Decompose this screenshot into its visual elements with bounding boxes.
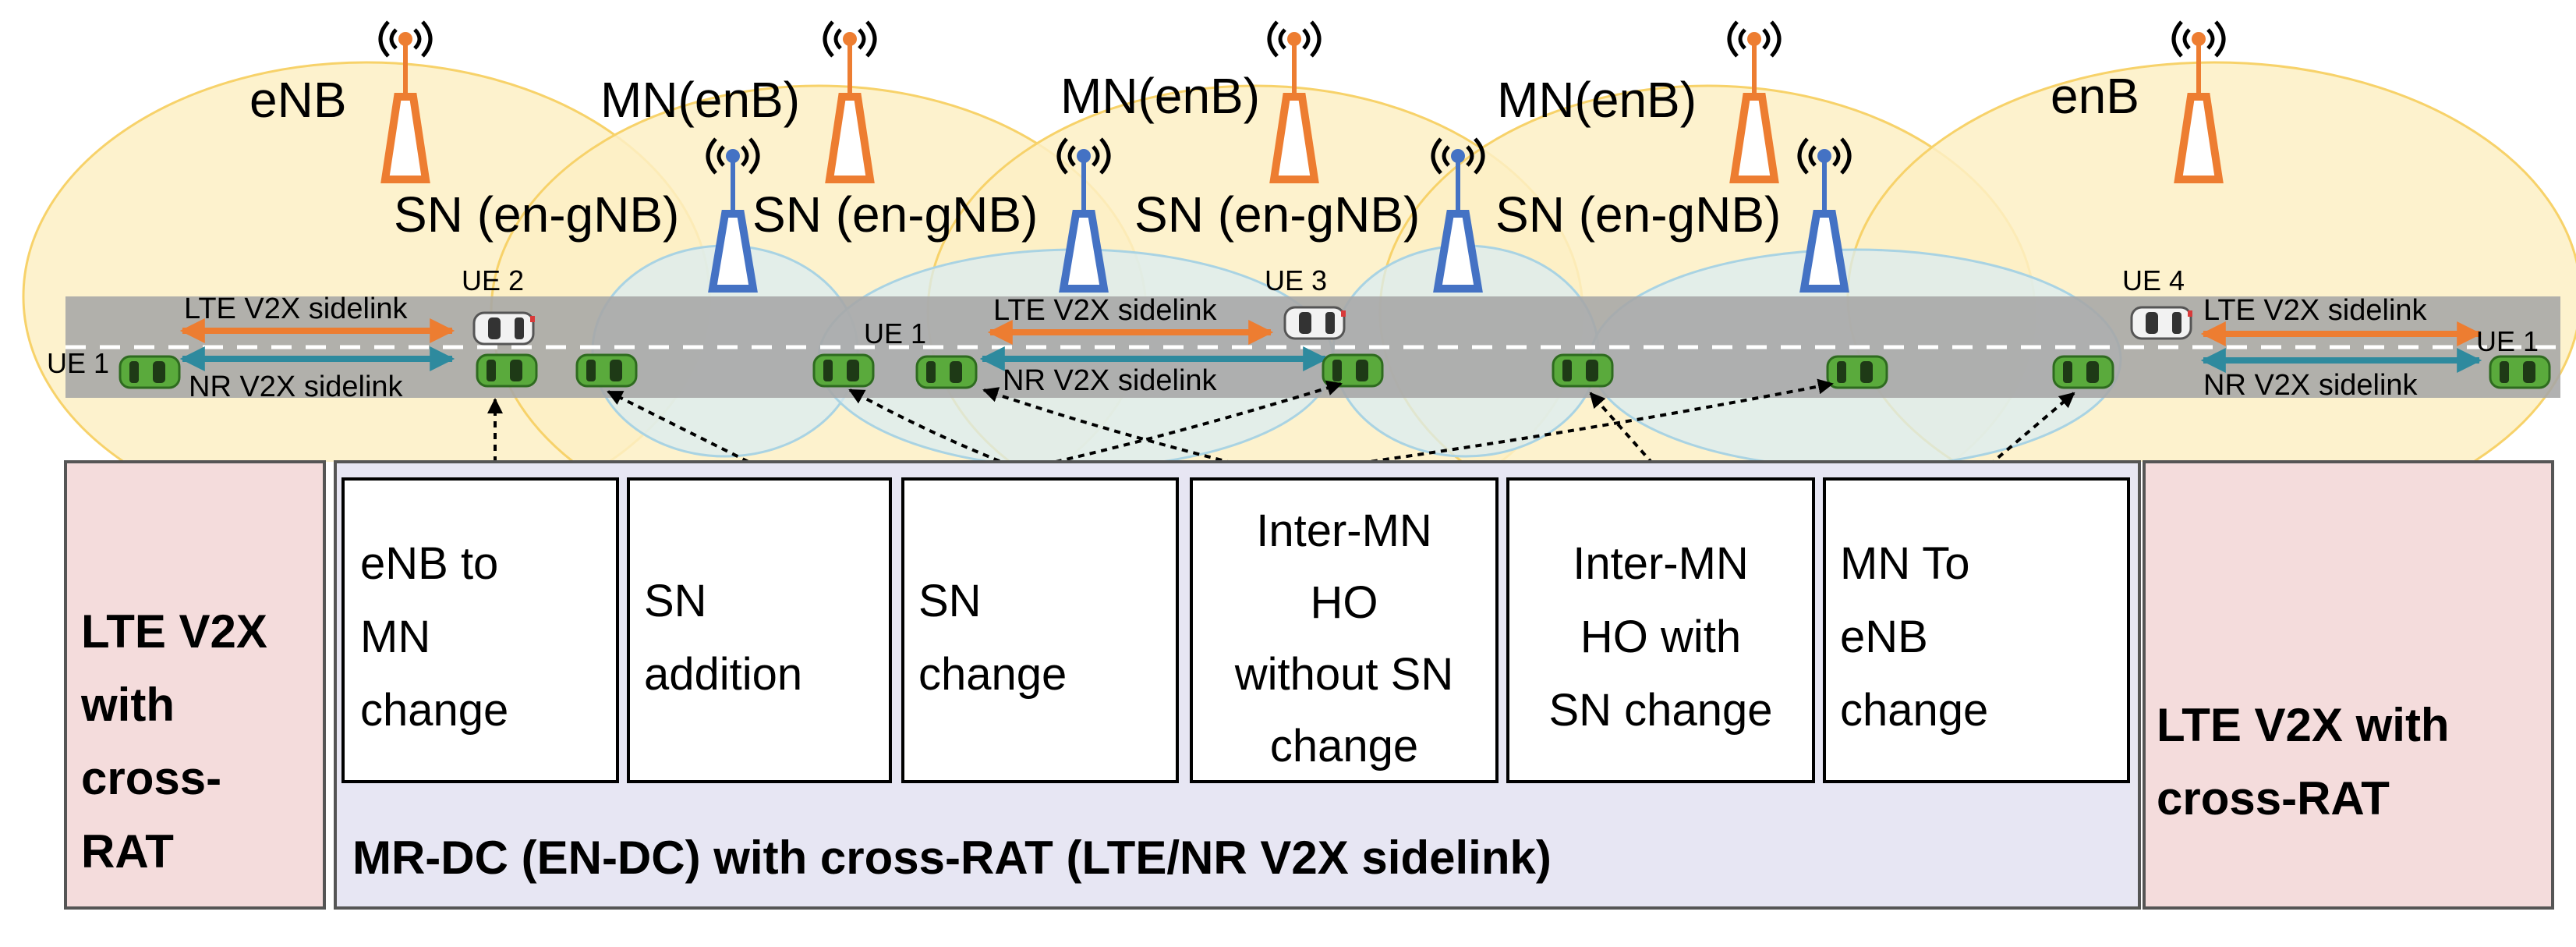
car-icon bbox=[2052, 355, 2114, 389]
mrdc-panel-label: MR-DC (EN-DC) with cross-RAT (LTE/NR V2X… bbox=[352, 832, 1552, 884]
sn-2-label: SN (en-gNB) bbox=[752, 186, 1038, 243]
nr-sidelink-left-label: NR V2X sidelink bbox=[189, 371, 404, 403]
vehicles bbox=[119, 306, 2551, 389]
enb-tower-icon bbox=[378, 20, 433, 183]
car-icon bbox=[1322, 353, 1384, 388]
lte-sidelink-left-label: LTE V2X sidelink bbox=[184, 293, 409, 325]
right-panel-line-2: cross-RAT bbox=[2157, 772, 2390, 825]
ue4-label: UE 4 bbox=[2122, 264, 2185, 296]
procedure-line: change bbox=[1270, 721, 1418, 771]
ue1-left-label: UE 1 bbox=[47, 347, 109, 379]
lte-sidelink-right-label: LTE V2X sidelink bbox=[2203, 294, 2428, 327]
sn-1-tower-icon bbox=[706, 137, 760, 293]
pointer-sn-addition bbox=[607, 390, 780, 479]
car-icon bbox=[476, 353, 538, 388]
mn-1-tower-icon bbox=[823, 20, 877, 183]
car-icon bbox=[119, 355, 181, 389]
pointer-inter-mn-sn-change bbox=[1589, 392, 1662, 474]
pointer-sn-change-a bbox=[848, 388, 1022, 471]
procedure-line: SN change bbox=[1549, 685, 1773, 736]
procedure-line: without SN bbox=[1234, 649, 1453, 700]
sn-4-tower-icon bbox=[1797, 137, 1852, 293]
sn-3-tower-icon bbox=[1431, 137, 1485, 293]
pointer-mn-to-enb bbox=[1979, 392, 2075, 474]
ue1-right-label: UE 1 bbox=[2476, 325, 2539, 357]
base-stations bbox=[378, 20, 2226, 293]
lte-sidelink-mid-label: LTE V2X sidelink bbox=[993, 294, 1218, 327]
procedure-line: MN bbox=[360, 612, 430, 662]
car-icon bbox=[915, 355, 978, 389]
procedure-line: MN To bbox=[1840, 538, 1970, 589]
ue2-label: UE 2 bbox=[462, 264, 524, 296]
pointer-inter-mn-b bbox=[1278, 378, 1834, 476]
procedure-line: change bbox=[360, 685, 508, 736]
ue3-label: UE 3 bbox=[1265, 264, 1327, 296]
nr-sidelink-right-label: NR V2X sidelink bbox=[2203, 369, 2419, 402]
mn-1-label: MN(enB) bbox=[600, 72, 800, 128]
procedure-line: HO bbox=[1311, 577, 1378, 628]
procedure-line: change bbox=[1840, 685, 1988, 736]
procedure-line: Inter-MN bbox=[1256, 505, 1432, 556]
procedure-line: SN bbox=[918, 576, 982, 626]
sn-4-label: SN (en-gNB) bbox=[1495, 186, 1781, 243]
right-lte-panel bbox=[2143, 460, 2554, 910]
mn-2-tower-icon bbox=[1267, 20, 1322, 183]
car-icon bbox=[2489, 355, 2551, 389]
car-icon bbox=[1826, 355, 1888, 389]
left-panel-line-3: cross- bbox=[81, 752, 221, 804]
bottom-panels: LTE V2X with cross- RAT MR-DC (EN-DC) wi… bbox=[64, 460, 2554, 910]
left-panel-line-2: with bbox=[80, 679, 175, 731]
enb-left-label: eNB bbox=[249, 72, 347, 128]
sn-3-label: SN (en-gNB) bbox=[1134, 186, 1420, 243]
procedure-MN-to-eNB: MN To eNB change bbox=[1823, 477, 2130, 783]
mn-2-label: MN(enB) bbox=[1060, 68, 1260, 124]
mn-3-tower-icon bbox=[1727, 20, 1782, 183]
left-panel-line-1: LTE V2X bbox=[81, 605, 267, 658]
car-icon bbox=[472, 311, 535, 346]
right-panel-line-1: LTE V2X with bbox=[2157, 699, 2450, 751]
enb-right-label: enB bbox=[2051, 68, 2139, 124]
pointer-sn-change-b bbox=[1021, 380, 1343, 471]
procedure-line: eNB bbox=[1840, 612, 1928, 662]
sn-2-tower-icon bbox=[1056, 137, 1111, 293]
left-lte-panel bbox=[64, 460, 326, 910]
procedure-line: eNB to bbox=[360, 538, 498, 589]
nr-sidelink-mid-label: NR V2X sidelink bbox=[1003, 364, 1218, 397]
car-icon bbox=[575, 353, 638, 388]
car-icon bbox=[812, 353, 875, 388]
ue1-mid-label: UE 1 bbox=[864, 317, 926, 349]
car-icon bbox=[2130, 306, 2192, 340]
procedure-SN-addition: SN addition bbox=[627, 477, 892, 783]
procedure-inter-MN-HO-without-SN-change: Inter-MN HO without SN change bbox=[1190, 477, 1499, 783]
pointer-inter-mn-a bbox=[982, 387, 1279, 476]
car-icon bbox=[1283, 306, 1346, 340]
procedure-line: Inter-MN bbox=[1573, 538, 1749, 589]
enb-right-tower-icon bbox=[2171, 20, 2226, 183]
procedure-line: SN bbox=[644, 576, 707, 626]
sn-1-label: SN (en-gNB) bbox=[394, 186, 679, 243]
procedure-SN-change: SN change bbox=[901, 477, 1179, 783]
procedure-inter-MN-HO-with-SN-change: Inter-MN HO with SN change bbox=[1506, 477, 1815, 783]
procedure-line: HO with bbox=[1580, 612, 1741, 662]
sidelinks: LTE V2X sidelink NR V2X sidelink LTE V2X… bbox=[179, 293, 2482, 403]
procedure-eNB-to-MN: eNB to MN change bbox=[341, 477, 619, 783]
left-panel-line-4: RAT bbox=[81, 825, 174, 878]
car-icon bbox=[1552, 353, 1614, 388]
ue-labels: UE 1 UE 2 UE 1 UE 3 UE 4 UE 1 bbox=[47, 264, 2539, 379]
mn-3-label: MN(enB) bbox=[1497, 72, 1697, 128]
base-station-labels: eNB MN(enB) MN(enB) MN(enB) enB SN (en-g… bbox=[249, 68, 2139, 243]
procedure-line: addition bbox=[644, 649, 802, 700]
procedure-line: change bbox=[918, 649, 1067, 700]
